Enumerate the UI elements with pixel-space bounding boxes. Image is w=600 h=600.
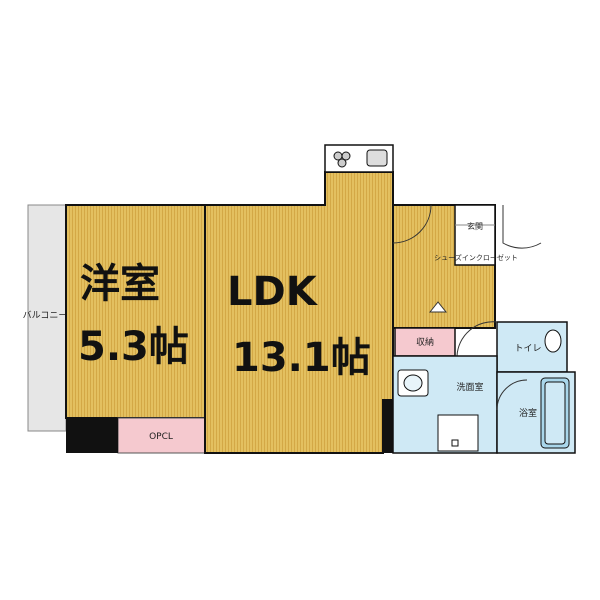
washroom: 洗面室: [392, 355, 498, 454]
storage-label: 収納: [416, 336, 434, 348]
bathroom: 浴室: [496, 371, 576, 454]
entrance: 玄関 シューズインクローゼット: [434, 204, 542, 266]
western-room: 洋室 5.3帖: [65, 204, 206, 419]
arrow-up-icon: [428, 301, 448, 313]
bathroom-label: 浴室: [519, 407, 537, 419]
shoes-closet-label: シューズインクローゼット: [434, 253, 518, 262]
balcony: バルコニー: [23, 204, 68, 432]
entrance-door: [502, 205, 542, 249]
kitchen-counter: [324, 144, 394, 173]
closet-label: OPCL: [149, 432, 173, 442]
toilet-icon: [544, 329, 562, 353]
toilet-label: トイレ: [514, 344, 541, 354]
balcony-label: バルコニー: [23, 310, 68, 321]
entrance-label: 玄関: [467, 221, 483, 231]
sink-icon: [366, 149, 388, 167]
ldk-name: LDK: [227, 269, 319, 315]
ldk-room: LDK 13.1帖: [204, 171, 394, 454]
washroom-label: 洗面室: [456, 381, 483, 393]
storage: 収納: [394, 327, 456, 357]
pillar-left: [66, 418, 118, 453]
western-room-name: 洋室: [80, 261, 160, 307]
closet-opcl: OPCL: [117, 417, 206, 454]
ldk-size: 13.1帖: [232, 335, 371, 381]
western-room-size: 5.3帖: [78, 324, 189, 370]
